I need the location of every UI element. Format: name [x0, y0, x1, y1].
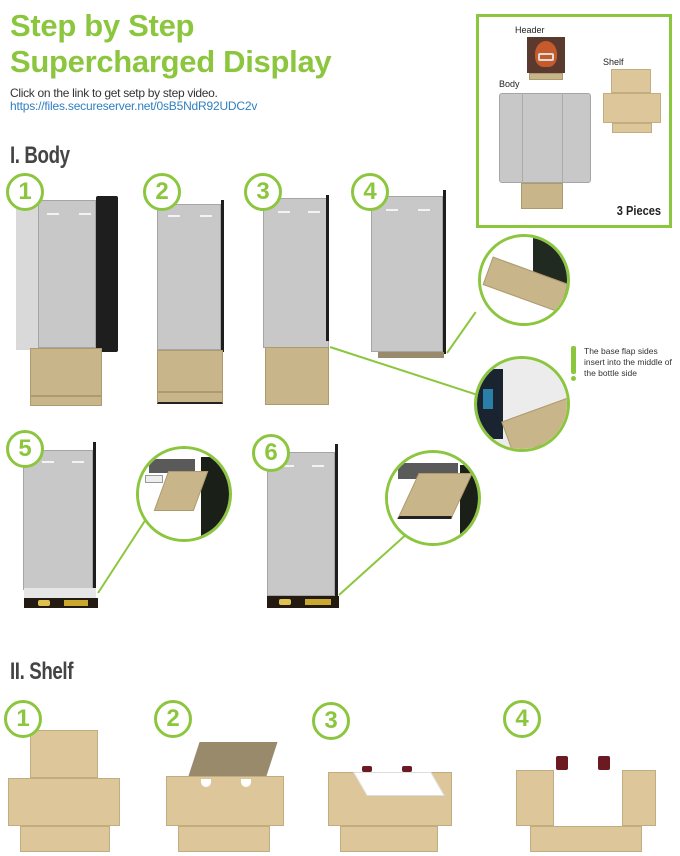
shelf-step-1-body [8, 778, 120, 826]
body-piece-label: Body [499, 79, 520, 89]
body-step-3-base [265, 347, 329, 405]
body-step-badge-3: 3 [244, 173, 282, 211]
shelf-step-4-right-side [622, 770, 656, 826]
body-step-badge-6: 6 [252, 434, 290, 472]
body-step-badge-2: 2 [143, 173, 181, 211]
shelf-step-2-flap [188, 742, 278, 776]
detail-ring-base-flap [478, 234, 570, 326]
body-step-1-base [30, 348, 102, 396]
body-step-badge-4: 4 [351, 173, 389, 211]
body-step-badge-1: 1 [6, 173, 44, 211]
bottle-cap-icon [556, 756, 568, 770]
video-link[interactable]: https://files.secureserver.net/0sB5NdR92… [10, 99, 258, 113]
body-step-1-left-wing [16, 200, 38, 350]
body-step-2-panel [157, 204, 221, 350]
shelf-step-badge-4: 4 [503, 700, 541, 738]
shelf-step-badge-1: 1 [4, 700, 42, 738]
body-step-6-panel [267, 452, 335, 596]
shelf-step-1-flap [30, 730, 98, 778]
section-title-body: I. Body [10, 142, 70, 169]
body-step-5-brand-strip [24, 598, 98, 608]
shelf-step-4-base [530, 826, 642, 852]
pieces-count: 3 Pieces [616, 203, 661, 218]
shelf-step-3-white-insert [353, 772, 445, 796]
body-step-5-panel [23, 450, 93, 590]
shelf-piece-label: Shelf [603, 57, 624, 67]
body-step-3-panel [263, 198, 329, 348]
body-step-4-callout-line [446, 311, 477, 354]
detail-ring-bottle-side [474, 356, 570, 452]
detail-ring-step-5 [136, 446, 232, 542]
shelf-step-badge-2: 2 [154, 700, 192, 738]
section-title-shelf: II. Shelf [10, 658, 74, 685]
header-piece-image [527, 37, 565, 73]
body-step-6-brand-strip [267, 596, 339, 608]
body-step-4-panel [371, 196, 443, 352]
bottle-cap-icon [598, 756, 610, 770]
body-step-2-base [157, 350, 223, 392]
instruction-text: Click on the link to get setp by step vi… [10, 86, 218, 100]
shelf-step-2-body [166, 776, 284, 826]
note-marker-icon [571, 346, 576, 374]
body-step-4-base [378, 352, 444, 358]
body-step-badge-5: 5 [6, 430, 44, 468]
note-text: The base flap sides insert into the midd… [584, 346, 672, 378]
shelf-step-4-left-side [516, 770, 554, 826]
body-step-1-panel [38, 200, 96, 348]
detail-ring-step-6 [385, 450, 481, 546]
shelf-step-badge-3: 3 [312, 702, 350, 740]
body-piece-image [499, 93, 591, 184]
page-title-line-2: Supercharged Display [10, 44, 332, 79]
header-piece-label: Header [515, 25, 545, 35]
page-title-line-1: Step by Step [10, 8, 195, 43]
shelf-piece-image [611, 69, 651, 93]
pieces-overview: Header Body Shelf 3 Pieces [476, 14, 672, 228]
body-step-1-black-side [96, 196, 118, 352]
